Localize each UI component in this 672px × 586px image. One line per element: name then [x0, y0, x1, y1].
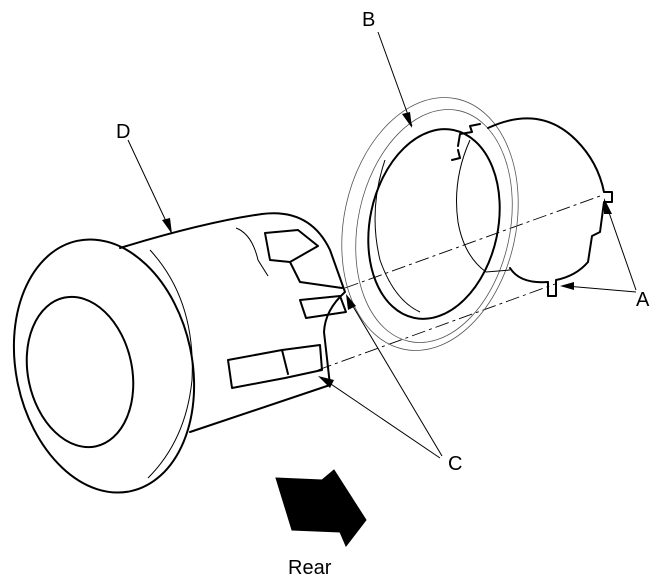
alignment-lines: [317, 195, 601, 371]
ring-b-outer-faint: [341, 97, 519, 351]
label-d: D: [116, 121, 130, 143]
retainer-top-tabs: [451, 123, 481, 161]
retainer-a: [451, 117, 613, 297]
label-a: A: [636, 289, 650, 311]
housing-lower-tab: [227, 344, 323, 389]
ring-b-mid-faint: [355, 109, 513, 343]
ring-b-inner-edge: [374, 159, 421, 313]
retainer-inner-edge: [456, 139, 511, 273]
bezel-lip: [147, 249, 193, 479]
housing-d: [12, 212, 347, 494]
bezel-outer: [12, 238, 196, 494]
ring-b: [341, 97, 519, 351]
housing-upper-tab: [264, 229, 343, 289]
leader-lines: [127, 31, 637, 459]
label-b: B: [362, 9, 375, 31]
ring-b-solid: [367, 128, 501, 320]
label-c: C: [448, 453, 462, 475]
rear-arrow-icon: [275, 469, 367, 547]
housing-rear-rim: [235, 227, 269, 277]
housing-side-slot: [299, 295, 347, 319]
button-face: [25, 295, 135, 449]
label-rear: Rear: [288, 557, 332, 579]
housing-body: [119, 212, 346, 433]
